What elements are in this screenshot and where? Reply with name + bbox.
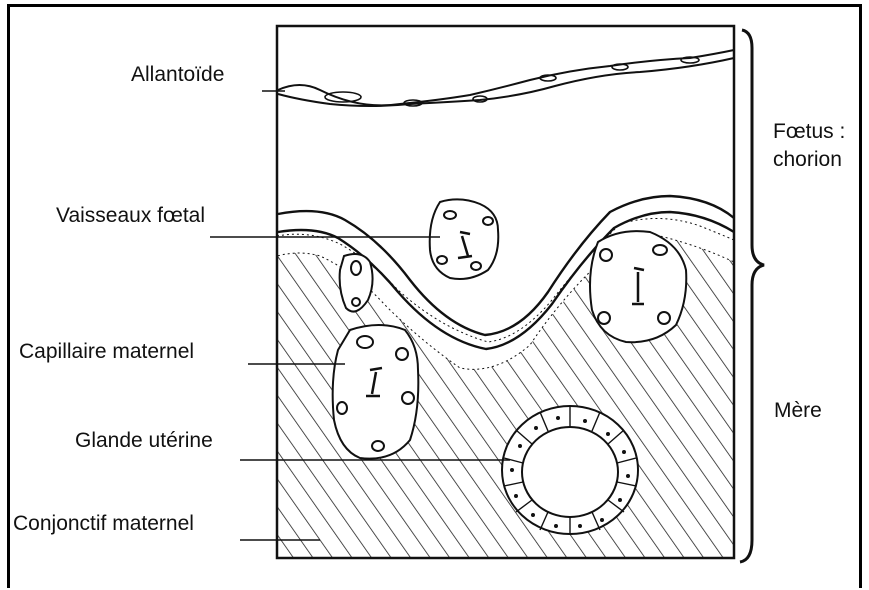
label-conjonctif-maternel: Conjonctif maternel	[13, 513, 194, 534]
label-chorion: chorion	[773, 146, 868, 174]
label-foetus: Fœtus :	[773, 118, 868, 146]
allantoid-cells	[325, 57, 699, 106]
label-mere: Mère	[774, 400, 822, 421]
label-foetus-chorion: Fœtus : chorion	[773, 118, 868, 175]
maternal-capillary-right	[590, 231, 686, 342]
uterine-gland	[502, 406, 638, 534]
braces	[740, 30, 764, 562]
label-allantoide: Allantoïde	[131, 64, 224, 85]
label-vaisseaux-foetal: Vaisseaux fœtal	[56, 205, 205, 226]
label-glande-uterine: Glande utérine	[75, 430, 213, 451]
maternal-capillary-left	[333, 325, 419, 459]
fetal-vessel	[430, 199, 499, 279]
label-capillaire-maternel: Capillaire maternel	[19, 341, 194, 362]
